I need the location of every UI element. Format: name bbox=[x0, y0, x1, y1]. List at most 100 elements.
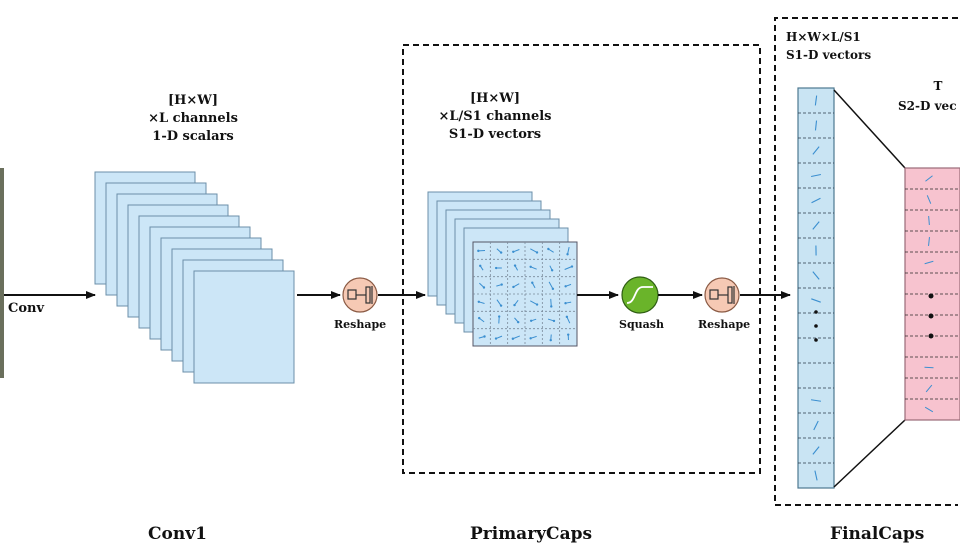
vector-mark-head bbox=[494, 337, 498, 340]
vector-mark bbox=[550, 298, 552, 307]
vector-mark bbox=[530, 248, 538, 253]
vector-mark bbox=[926, 195, 932, 204]
vector-mark-head bbox=[531, 281, 534, 284]
vector-mark-head bbox=[564, 285, 567, 288]
vector-mark-head bbox=[566, 253, 569, 256]
vector-mark bbox=[924, 260, 934, 265]
vector-mark-head bbox=[513, 264, 517, 267]
t-caption-line-2: S2-D vec bbox=[898, 99, 957, 113]
reshape-2-label: Reshape bbox=[698, 318, 751, 331]
ellipsis-dot bbox=[928, 293, 934, 299]
vector-mark bbox=[496, 299, 502, 306]
vector-mark bbox=[810, 173, 822, 178]
primarycaps-caption: [H×W] ×L/S1 channels S1-D vectors bbox=[415, 90, 575, 144]
conv-arrow-label: Conv bbox=[8, 301, 45, 316]
t-caption-line-1: T bbox=[933, 79, 943, 93]
column-connector-top bbox=[833, 89, 906, 169]
vector-mark-head bbox=[564, 301, 567, 305]
vector-mark-head bbox=[567, 333, 570, 336]
vector-mark-head bbox=[499, 304, 503, 307]
conv1-caption: [H×W] ×L channels 1-D scalars bbox=[118, 92, 268, 146]
vector-mark-head bbox=[477, 300, 481, 303]
primarycaps-feature-maps bbox=[427, 191, 578, 347]
vector-mark-head bbox=[549, 338, 552, 342]
vector-mark-head bbox=[477, 249, 480, 253]
vector-mark bbox=[814, 120, 818, 131]
vector-mark bbox=[810, 399, 822, 402]
vector-mark bbox=[928, 236, 930, 247]
vector-mark bbox=[925, 384, 933, 393]
squash-node bbox=[621, 276, 659, 314]
vector-mark-head bbox=[535, 303, 539, 306]
sigmoid-icon bbox=[626, 286, 653, 304]
t-caption: T S2-D vec bbox=[898, 76, 960, 116]
vector-mark bbox=[813, 420, 819, 431]
finalcaps-caption: H×W×L/S1 S1-D vectors bbox=[786, 28, 871, 64]
vector-mark-head bbox=[551, 287, 555, 291]
column-connector-bottom bbox=[833, 419, 906, 488]
section-title-finalcaps: FinalCaps bbox=[830, 524, 925, 544]
vector-mark bbox=[548, 281, 554, 290]
vector-mark bbox=[811, 197, 821, 204]
reshape-node-1 bbox=[342, 277, 378, 313]
vector-mark bbox=[925, 175, 933, 182]
ellipsis-dot bbox=[814, 338, 818, 342]
vector-mark-head bbox=[482, 286, 486, 289]
ellipsis-dot bbox=[814, 324, 818, 328]
vector-mark-head bbox=[477, 316, 481, 320]
vector-mark bbox=[812, 221, 820, 230]
input-image-edge bbox=[0, 168, 4, 378]
vector-mark bbox=[530, 300, 538, 305]
ellipsis-dot bbox=[928, 333, 934, 339]
primarycaps-caption-line-3: S1-D vectors bbox=[448, 127, 542, 142]
output-vector-column bbox=[904, 167, 960, 421]
conv1-caption-line-1: [H×W] bbox=[167, 93, 219, 108]
feature-map bbox=[193, 270, 295, 384]
vector-mark-head bbox=[513, 303, 516, 307]
vector-mark bbox=[564, 266, 573, 270]
vector-mark bbox=[812, 446, 820, 455]
vector-mark bbox=[812, 271, 820, 280]
vector-mark bbox=[812, 146, 820, 155]
vector-mark bbox=[928, 215, 930, 226]
vector-mark bbox=[811, 298, 821, 303]
final-vector-column bbox=[797, 87, 835, 489]
vector-mark-head bbox=[570, 265, 574, 268]
finalcaps-caption-line-2: S1-D vectors bbox=[786, 48, 872, 62]
vector-mark-head bbox=[500, 283, 503, 286]
reshape-node-2 bbox=[704, 277, 740, 313]
finalcaps-box bbox=[774, 17, 958, 506]
section-title-primarycaps: PrimaryCaps bbox=[470, 524, 593, 544]
finalcaps-caption-line-1: H×W×L/S1 bbox=[786, 30, 861, 44]
ellipsis-dot bbox=[814, 310, 818, 314]
vector-mark-head bbox=[512, 285, 515, 289]
vector-mark bbox=[814, 470, 818, 481]
vector-mark-head bbox=[479, 264, 482, 268]
primarycaps-box bbox=[402, 44, 761, 474]
reshape-icon bbox=[709, 286, 735, 304]
vector-mark bbox=[512, 335, 521, 340]
vector-mark-head bbox=[550, 305, 553, 308]
vector-mark-head bbox=[529, 319, 533, 323]
vector-mark-head bbox=[529, 337, 532, 340]
vector-mark-head bbox=[547, 247, 550, 251]
vector-mark bbox=[814, 95, 818, 106]
vector-mark-head bbox=[499, 251, 503, 254]
vector-mark-head bbox=[550, 269, 554, 272]
vector-mark-head bbox=[483, 335, 486, 338]
reshape-icon bbox=[347, 286, 373, 304]
reshape-1-label: Reshape bbox=[334, 318, 387, 331]
primarycaps-caption-line-1: [H×W] bbox=[469, 91, 521, 106]
conv1-feature-maps bbox=[94, 171, 295, 384]
vector-mark-head bbox=[516, 320, 520, 324]
ellipsis-dot bbox=[928, 313, 934, 319]
vector-mark-head bbox=[565, 315, 569, 319]
vector-mark-head bbox=[497, 315, 501, 318]
vector-mark bbox=[567, 246, 570, 255]
vector-mark-head bbox=[512, 250, 515, 254]
vector-mark-head bbox=[494, 266, 498, 270]
vector-mark-head bbox=[535, 251, 539, 254]
squash-label: Squash bbox=[619, 318, 664, 331]
